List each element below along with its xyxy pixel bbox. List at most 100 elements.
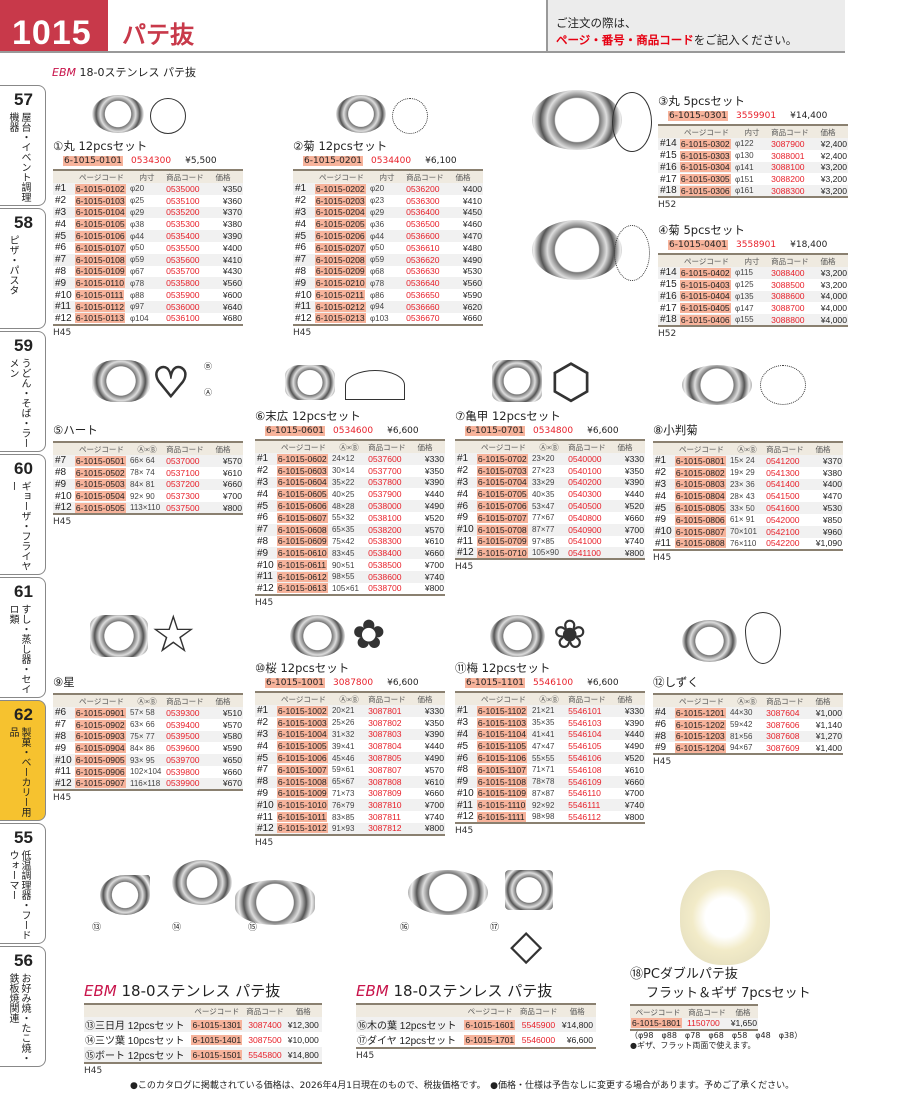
price-cell: ¥390 — [405, 476, 445, 489]
price-cell: ¥390 — [405, 728, 445, 741]
price-cell: ¥670 — [203, 777, 243, 790]
size-number-cell: #4 — [457, 488, 469, 500]
dimension-cell: 55×55 — [530, 752, 568, 764]
dimension-cell: 113×110 — [128, 502, 166, 515]
section-title: ⑧小判菊 — [653, 423, 698, 437]
price-cell: ¥440 — [424, 489, 444, 500]
dimension-cell: φ50 — [369, 243, 385, 253]
dimension-cell: 81×56 — [728, 730, 766, 743]
product-code-cell: 5546104 — [567, 728, 606, 741]
size-number-cell: #14 — [658, 267, 679, 279]
product-code-cell: 0540800 — [568, 512, 602, 523]
price-cell: ¥10,000 — [287, 1034, 319, 1045]
column-header — [53, 694, 74, 707]
size-number-cell: #12 — [55, 312, 72, 324]
sakura-cutter-photo — [290, 615, 345, 657]
heart-outline-icon: ♡ — [152, 360, 190, 405]
brand-heading: EBM 18-0ステンレス パテ抜 — [84, 980, 322, 1001]
size-number-cell: #9 — [293, 277, 314, 290]
page-code-cell: 6-1015-0807 — [673, 525, 729, 538]
product-code-cell: 0536650 — [406, 290, 440, 301]
page-code: 6-1015-0202 — [314, 183, 366, 194]
page-code: 6-1015-1106 — [476, 753, 527, 764]
section-title: ⑤ハート — [53, 423, 98, 437]
page-code-cell: 6-1015-0502 — [74, 467, 129, 479]
size-number-cell: #6 — [455, 752, 476, 764]
page-code: 6-1015-0306 — [679, 185, 731, 196]
page-code: 6-1015-0608 — [276, 524, 328, 535]
section-title: ③丸 5pcsセット — [658, 94, 745, 108]
size-number-cell: #5 — [255, 500, 276, 512]
column-header: 商品コード — [770, 254, 809, 267]
dimension-cell: 35×22 — [330, 476, 368, 489]
dimension-cell: 48×28 — [330, 500, 368, 512]
header-divider — [0, 51, 845, 53]
product-code-cell: 5546000 — [521, 1034, 556, 1045]
page-code-cell: 6-1015-0802 — [674, 467, 729, 479]
page-code: 6-1015-0504 — [74, 491, 126, 502]
page-code-cell: 6-1015-0710 — [475, 547, 531, 560]
price-cell: ¥590 — [222, 743, 242, 754]
page-code-cell: 6-1015-1106 — [475, 752, 531, 764]
product-code-cell: 0538000 — [367, 500, 406, 512]
product-code-cell: 3087400 — [245, 1017, 285, 1032]
dimension-cell: φ36 — [369, 219, 385, 229]
item-18: ⑱PCダブルパテ抜 フラット＆ギザ 7pcsセット ページコード商品コード価格 … — [630, 963, 811, 1051]
leaf-cutter-photo — [408, 870, 488, 915]
page-code: 6-1015-0501 — [74, 455, 126, 466]
size-number-cell: #1 — [255, 705, 276, 717]
dimension-cell: φ86 — [369, 290, 385, 300]
price-cell: ¥1,400 — [815, 742, 842, 753]
price-cell: ¥490 — [405, 752, 445, 764]
page-code-cell: 6-1015-0902 — [74, 719, 129, 731]
price-cell: ¥1,270 — [803, 730, 843, 743]
dimension-cell: 57× 58 — [128, 707, 166, 719]
page-code: 6-1015-0108 — [74, 254, 126, 265]
tab-number: 57 — [14, 90, 33, 109]
label-15: ⑮ — [248, 923, 258, 933]
page-code-cell: 6-1015-0705 — [476, 488, 531, 500]
size-number-cell: #4 — [257, 488, 269, 500]
set-name-cell: ⑭三ツ葉 10pcsセット — [85, 1036, 185, 1047]
dimension-cell: 84× 81 — [128, 478, 166, 491]
price-cell: ¥370 — [803, 455, 843, 467]
page-code: 6-1015-0704 — [476, 477, 528, 488]
page-code: 6-1015-0209 — [314, 266, 366, 277]
product-code-cell: 0535200 — [165, 206, 204, 219]
page-code-cell: 6-1015-1008 — [275, 775, 331, 788]
column-header: Ⓐ×Ⓑ — [330, 692, 368, 705]
page-code: 6-1015-0104 — [74, 207, 126, 218]
dimension-cell: φ29 — [128, 206, 166, 219]
price-cell: ¥380 — [222, 219, 242, 230]
column-header: 商品コード — [367, 440, 406, 453]
dimension-cell: 83×85 — [331, 812, 355, 822]
product-code-cell: 3087805 — [367, 752, 406, 764]
set-name-cell: ⑯木の葉 12pcsセット — [356, 1017, 462, 1032]
page-code: 6-1015-0503 — [74, 479, 126, 490]
dimension-cell: 83×45 — [330, 547, 368, 560]
dimension-cell: 105×90 — [530, 547, 568, 560]
page-code-cell: 6-1015-0901 — [73, 707, 129, 719]
size-number-cell: #12 — [53, 502, 74, 515]
